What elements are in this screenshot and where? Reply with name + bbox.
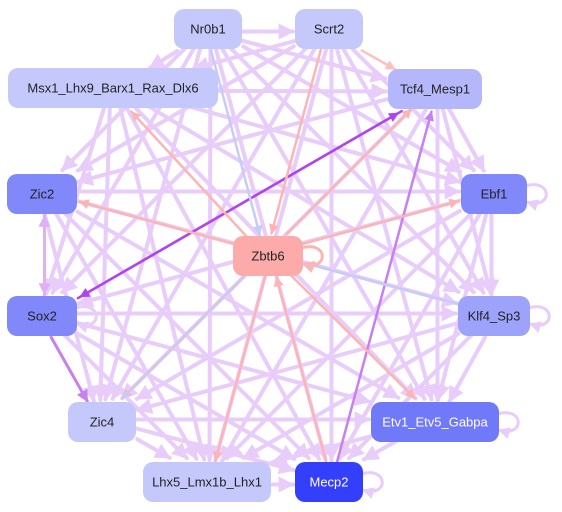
node-label-zbtb6: Zbtb6 — [251, 249, 284, 264]
node-label-msx1: Msx1_Lhx9_Barx1_Rax_Dlx6 — [27, 81, 198, 96]
self-loop-klf4 — [527, 305, 551, 333]
node-box-klf4 — [458, 296, 530, 336]
edge-zbtb6-to-zic2 — [78, 199, 235, 246]
node-box-lhx5 — [143, 462, 271, 502]
node-msx1: Msx1_Lhx9_Barx1_Rax_Dlx6 — [8, 68, 218, 108]
node-klf4: Klf4_Sp3 — [458, 296, 530, 336]
node-label-zic2: Zic2 — [30, 187, 55, 202]
node-lhx5: Lhx5_Lmx1b_Lhx1 — [143, 462, 271, 502]
node-box-nr0b1 — [174, 9, 242, 49]
node-label-scrt2: Scrt2 — [314, 22, 344, 37]
self-loop-mecp2 — [360, 471, 384, 499]
node-box-sox2 — [7, 296, 77, 336]
node-zic2: Zic2 — [7, 174, 77, 214]
node-box-zic4 — [68, 402, 136, 442]
node-etv1: Etv1_Etv5_Gabpa — [371, 402, 499, 442]
node-box-etv1 — [371, 402, 499, 442]
node-label-ebf1: Ebf1 — [481, 187, 508, 202]
edge-klf4-to-etv1 — [447, 335, 488, 404]
node-box-tcf4 — [388, 69, 482, 109]
node-mecp2: Mecp2 — [295, 462, 363, 502]
node-label-lhx5: Lhx5_Lmx1b_Lhx1 — [152, 475, 262, 490]
node-sox2: Sox2 — [7, 296, 77, 336]
node-ebf1: Ebf1 — [461, 174, 527, 214]
node-box-scrt2 — [295, 9, 363, 49]
node-label-klf4: Klf4_Sp3 — [468, 309, 521, 324]
edge-zbtb6-to-zic4 — [121, 273, 248, 400]
edge-nr0b1-to-msx1 — [147, 49, 180, 71]
edge-scrt2-to-tcf4 — [360, 49, 397, 71]
self-loop-layer — [74, 183, 551, 499]
self-loop-ebf1 — [524, 183, 548, 211]
edge-sox2-to-zic4 — [49, 335, 89, 403]
edge-etv1-to-lhx5 — [270, 434, 373, 467]
edge-zbtb6-to-msx1 — [130, 110, 249, 239]
edge-msx1-to-tcf4 — [215, 83, 388, 100]
edge-sox2-to-tcf4 — [76, 111, 400, 300]
edge-zbtb6-to-etv1 — [288, 272, 416, 400]
edge-zbtb6-to-tcf4 — [284, 107, 413, 236]
edge-msx1-to-klf4 — [145, 103, 461, 294]
edge-tcf4-to-zic2 — [76, 97, 390, 186]
node-label-nr0b1: Nr0b1 — [190, 22, 225, 37]
node-label-zic4: Zic4 — [90, 415, 115, 430]
edge-etv1-to-mecp2 — [361, 437, 401, 462]
edge-scrt2-to-zic2 — [75, 44, 296, 173]
self-loop-etv1 — [496, 411, 520, 439]
node-nr0b1: Nr0b1 — [174, 9, 242, 49]
edge-ebf1-to-zic4 — [134, 209, 462, 401]
edge-klf4-to-lhx5 — [241, 331, 461, 460]
node-box-mecp2 — [295, 462, 363, 502]
edge-nr0b1-to-zbtb6 — [209, 48, 263, 236]
edge-nr0b1-to-zic2 — [60, 45, 189, 173]
node-scrt2: Scrt2 — [295, 9, 363, 49]
edge-mecp2-to-zbtb6 — [273, 276, 328, 463]
node-box-zbtb6 — [233, 236, 303, 276]
node-label-etv1: Etv1_Etv5_Gabpa — [382, 415, 488, 430]
node-box-msx1 — [8, 68, 218, 108]
edge-mecp2-to-tcf4 — [335, 110, 434, 464]
edge-msx1-to-ebf1 — [183, 103, 462, 186]
edge-klf4-to-zic4 — [135, 321, 460, 414]
node-zic4: Zic4 — [68, 402, 136, 442]
node-zbtb6: Zbtb6 — [233, 236, 303, 276]
edge-zic2-to-etv1 — [75, 209, 401, 400]
edge-tcf4-to-ebf1 — [446, 105, 486, 173]
node-tcf4: Tcf4_Mesp1 — [388, 69, 482, 109]
edge-scrt2-to-msx1 — [192, 38, 298, 73]
self-loop-zbtb6 — [300, 245, 324, 273]
node-label-tcf4: Tcf4_Mesp1 — [400, 82, 470, 97]
self-loop-sox2 — [74, 305, 98, 333]
edge-scrt2-to-zbtb6 — [269, 47, 323, 235]
edge-sox2-to-etv1 — [75, 321, 372, 406]
edge-zic4-to-mecp2 — [134, 426, 296, 475]
edge-klf4-to-zbtb6 — [304, 260, 460, 306]
edge-zbtb6-to-lhx5 — [212, 275, 267, 462]
edge-zic4-to-lhx5 — [135, 437, 172, 460]
node-label-mecp2: Mecp2 — [309, 475, 348, 490]
node-box-zic2 — [7, 174, 77, 214]
edge-nr0b1-to-tcf4 — [239, 38, 388, 83]
node-label-sox2: Sox2 — [27, 309, 57, 324]
edge-zbtb6-to-ebf1 — [301, 198, 460, 246]
node-box-ebf1 — [461, 174, 527, 214]
